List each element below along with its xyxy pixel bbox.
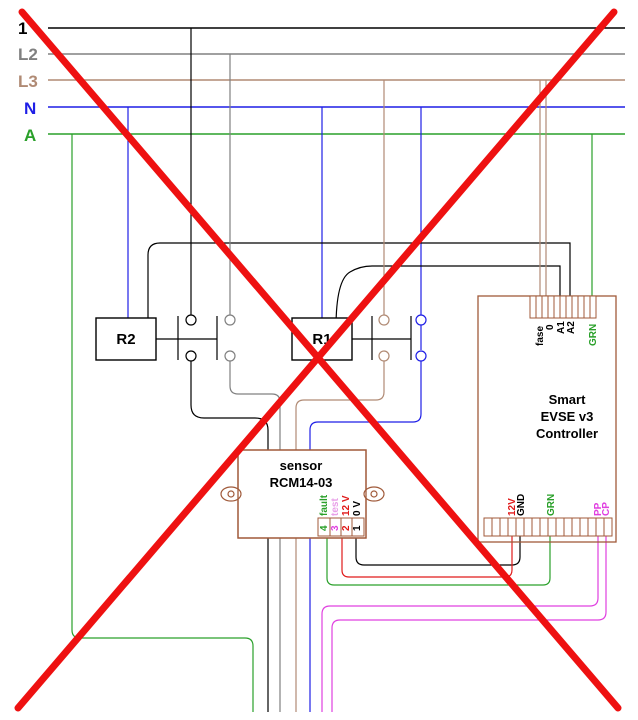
neutral-wires <box>127 107 561 712</box>
cross-out-mark <box>14 8 622 712</box>
ctrl-pin-cp: CP <box>601 502 612 516</box>
sensor-title-1: sensor <box>280 458 323 473</box>
sensor-pin-1-label: 0 V <box>352 501 363 516</box>
ctrl-pin-a2: A2 <box>566 321 577 334</box>
relay-r2: R2 <box>95 317 157 361</box>
ctrl-pin-12v: 12V <box>507 498 518 516</box>
bus-label-l1: 1 <box>18 19 27 38</box>
sensor-pin-2-label: 12 V <box>341 495 352 516</box>
relay-r2-label: R2 <box>116 331 135 348</box>
l1-wires <box>147 28 571 712</box>
controller-title-3: Controller <box>536 426 598 441</box>
controller-title-2: EVSE v3 <box>541 409 594 424</box>
ground-wires <box>71 134 593 712</box>
bus-lines <box>48 27 625 135</box>
relay-r2-box <box>95 317 157 361</box>
controller-module: fase 0 A1 A2 GRN Smart EVSE v3 Controlle… <box>477 295 617 543</box>
bus-labels: 1 L2 L3 N A <box>18 19 38 145</box>
relay-contacts <box>156 314 427 362</box>
ctrl-pin-grn-bottom: GRN <box>546 494 557 516</box>
red-12v-wire <box>341 520 513 578</box>
bus-label-n: N <box>24 99 36 118</box>
sensor-pin-2-num: 2 <box>341 525 352 531</box>
sensor-title-2: RCM14-03 <box>270 475 333 490</box>
ctrl-pin-fase: fase <box>535 326 546 346</box>
ctrl-pin-pp: PP <box>593 502 604 516</box>
magenta-wires <box>321 520 607 712</box>
sensor-pin-1-num: 1 <box>352 525 363 531</box>
sensor-pin-4-label: fault <box>319 494 330 516</box>
ctrl-pin-0: 0 <box>545 324 556 330</box>
sensor-pin-3-label: test <box>330 498 341 516</box>
ctrl-pin-grn-top: GRN <box>588 324 599 346</box>
ctrl-pin-gnd: GND <box>516 494 527 516</box>
bus-label-a: A <box>24 126 36 145</box>
ctrl-pin-a1: A1 <box>556 321 567 334</box>
sensor-pin-3-num: 3 <box>330 525 341 531</box>
bus-label-l2: L2 <box>18 45 38 64</box>
controller-title-1: Smart <box>549 392 587 407</box>
sensor-pin-4-num: 4 <box>319 525 330 531</box>
bus-label-l3: L3 <box>18 72 38 91</box>
sensor-module: sensor RCM14-03 4 3 2 1 fault test 12 V … <box>220 449 385 539</box>
l2-wires <box>229 54 281 712</box>
